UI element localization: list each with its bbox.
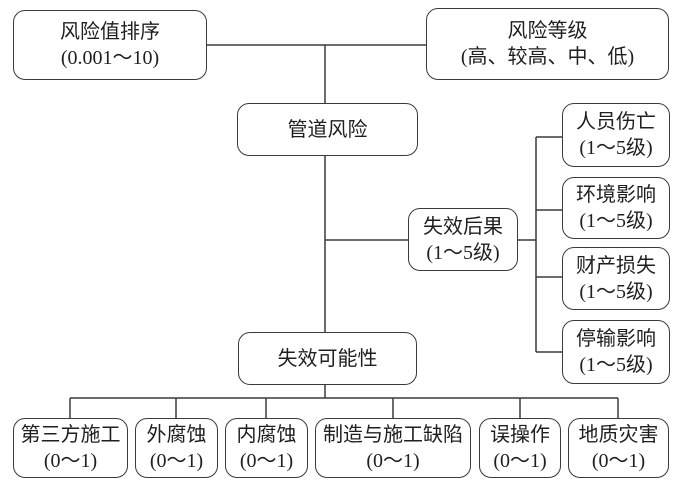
node-range: (0～1) (366, 450, 420, 472)
node-failure-consequence: 失效后果 (1～5级) (408, 208, 518, 271)
node-risk-ranking: 风险值排序 (0.001～10) (13, 10, 207, 80)
node-range: (0～1) (493, 450, 547, 472)
node-label: 制造与施工缺陷 (323, 424, 463, 446)
node-property-loss: 财产损失 (1～5级) (562, 247, 670, 310)
node-internal-corrosion: 内腐蚀 (0～1) (225, 418, 308, 478)
node-external-corrosion: 外腐蚀 (0～1) (135, 418, 218, 478)
node-shutdown-impact: 停输影响 (1～5级) (562, 320, 670, 384)
node-label: 失效后果 (423, 215, 503, 238)
node-range: (0～1) (591, 450, 646, 472)
node-label: 财产损失 (576, 254, 656, 277)
node-range: (1～5级) (426, 241, 500, 264)
node-label: 内腐蚀 (236, 424, 297, 446)
node-third-party-construction: 第三方施工 (0～1) (13, 418, 128, 478)
node-label: 环境影响 (576, 184, 656, 206)
node-casualty: 人员伤亡 (1～5级) (562, 103, 670, 167)
node-geological-hazard: 地质灾害 (0～1) (568, 418, 669, 478)
node-label: 地质灾害 (578, 424, 659, 446)
node-label: 人员伤亡 (576, 111, 656, 133)
node-label: 风险等级 (507, 20, 588, 42)
node-environment-impact: 环境影响 (1～5级) (562, 177, 670, 239)
node-range: (0～1) (43, 450, 98, 472)
node-label: 第三方施工 (20, 424, 121, 446)
node-range: (1～5级) (579, 280, 653, 303)
node-range: (1～5级) (579, 137, 653, 159)
node-range: (1～5级) (579, 210, 653, 232)
node-label: 误操作 (490, 424, 550, 446)
node-label: 停输影响 (576, 328, 656, 350)
node-label: 管道风险 (287, 118, 368, 141)
node-manufacturing-defect: 制造与施工缺陷 (0～1) (315, 418, 471, 478)
node-label: 风险值排序 (60, 21, 160, 43)
node-range: (0～1) (239, 450, 294, 472)
node-failure-possibility: 失效可能性 (238, 332, 417, 385)
node-label: 外腐蚀 (146, 424, 207, 446)
node-range: (0.001～10) (60, 47, 160, 69)
node-range: (高、较高、中、低) (460, 46, 635, 68)
node-risk-level: 风险等级 (高、较高、中、低) (426, 8, 669, 80)
node-label: 失效可能性 (277, 347, 378, 370)
node-range: (0～1) (149, 450, 204, 472)
node-pipeline-risk: 管道风险 (237, 103, 418, 156)
node-range: (1～5级) (579, 354, 653, 376)
node-misoperation: 误操作 (0～1) (479, 418, 561, 478)
